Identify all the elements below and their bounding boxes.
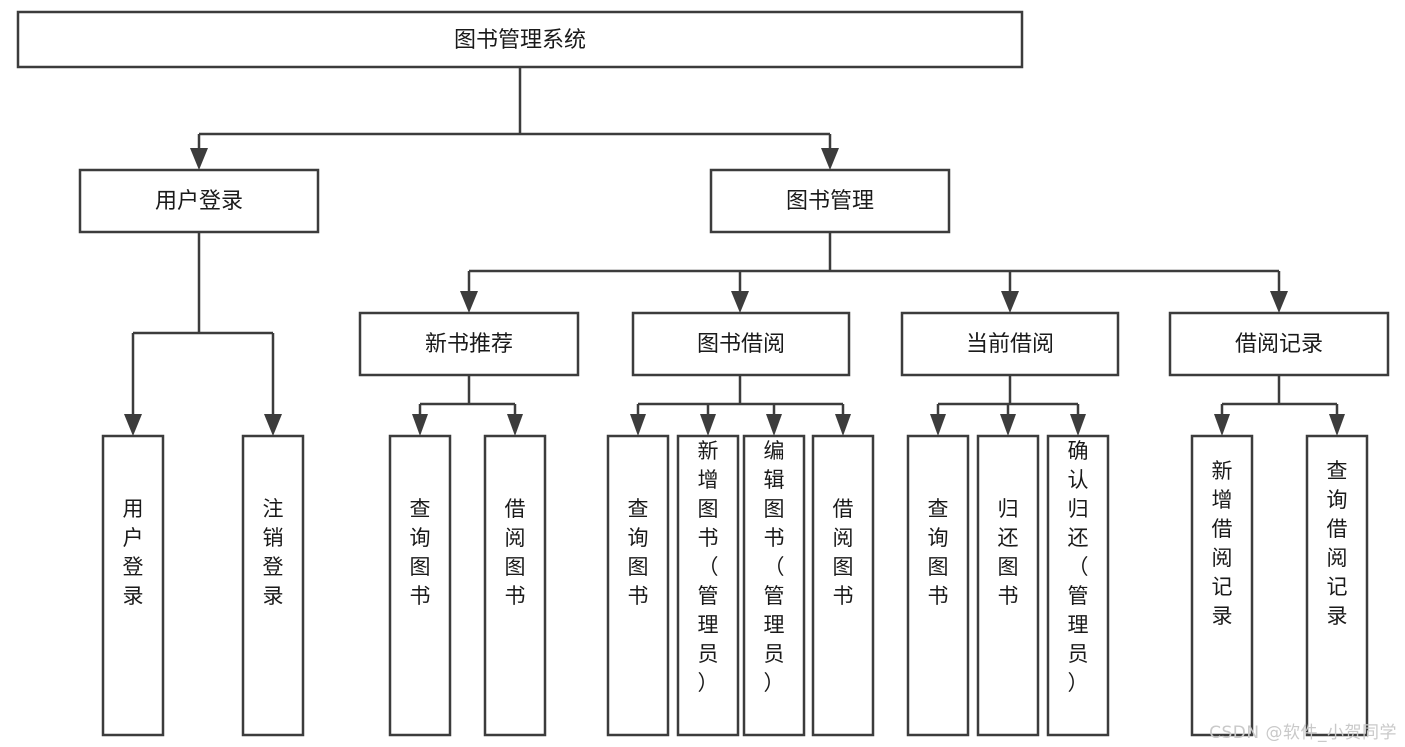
node-rect[interactable] — [900, 311, 1120, 377]
node-rect[interactable] — [1305, 434, 1369, 737]
node-label: 图书管理 — [786, 189, 874, 214]
node-rect[interactable] — [631, 311, 851, 377]
node-label: 当前借阅 — [966, 332, 1054, 357]
node-label: 图书借阅 — [697, 332, 785, 357]
node-new-book-recommend[interactable]: 新书推荐 — [358, 311, 580, 377]
arrow-head-icon — [412, 414, 428, 436]
arrow-head-icon — [821, 148, 839, 170]
node-rect[interactable] — [388, 434, 452, 737]
node-rect[interactable] — [976, 434, 1040, 737]
connector-current-to-leaves — [930, 375, 1086, 436]
arrow-head-icon — [700, 414, 716, 436]
node-rect[interactable] — [906, 434, 970, 737]
node-rect[interactable] — [742, 434, 806, 737]
node-label: 图书管理系统 — [454, 28, 586, 53]
node-label: 编辑图书（管理员） — [764, 439, 785, 695]
arrow-head-icon — [460, 291, 478, 313]
node-current-borrow[interactable]: 当前借阅 — [900, 311, 1120, 377]
node-label: 确认归还（管理员） — [1068, 439, 1089, 695]
leaf-new-book-1[interactable]: 借阅图书 — [483, 434, 547, 737]
arrow-head-icon — [1329, 414, 1345, 436]
node-label: 借阅图书 — [833, 497, 854, 608]
node-user-login[interactable]: 用户登录 — [78, 168, 320, 234]
leaf-borrow-record-0[interactable]: 新增借阅记录 — [1190, 434, 1254, 737]
node-label: 用户登录 — [123, 497, 144, 608]
arrow-head-icon — [1001, 291, 1019, 313]
node-label: 注销登录 — [263, 497, 284, 608]
arrow-head-icon — [1270, 291, 1288, 313]
node-label: 查询图书 — [410, 497, 431, 608]
node-label: 新增借阅记录 — [1212, 459, 1233, 628]
node-label: 用户登录 — [155, 189, 243, 214]
node-rect[interactable] — [1190, 434, 1254, 737]
connector-borrow-to-leaves — [630, 375, 851, 436]
arrow-head-icon — [766, 414, 782, 436]
node-label: 新增图书（管理员） — [698, 439, 719, 695]
node-rect[interactable] — [1046, 434, 1110, 737]
node-book-borrow[interactable]: 图书借阅 — [631, 311, 851, 377]
leaf-borrow-record-1[interactable]: 查询借阅记录 — [1305, 434, 1369, 737]
node-borrow-record[interactable]: 借阅记录 — [1168, 311, 1390, 377]
arrow-head-icon — [630, 414, 646, 436]
leaf-book-borrow-1[interactable]: 新增图书（管理员） — [676, 434, 740, 737]
leaf-user-login-0[interactable]: 用户登录 — [101, 434, 165, 737]
arrow-head-icon — [731, 291, 749, 313]
node-book-management[interactable]: 图书管理 — [709, 168, 951, 234]
csdn-watermark: CSDN @软件_小贺同学 — [1209, 723, 1397, 743]
node-label: 查询图书 — [628, 497, 649, 608]
arrow-head-icon — [1214, 414, 1230, 436]
node-rect[interactable] — [78, 168, 320, 234]
leaf-current-borrow-2[interactable]: 确认归还（管理员） — [1046, 434, 1110, 737]
node-label: 归还图书 — [998, 497, 1019, 608]
node-label: 查询图书 — [928, 497, 949, 608]
arrow-head-icon — [930, 414, 946, 436]
arrow-head-icon — [835, 414, 851, 436]
leaf-book-borrow-3[interactable]: 借阅图书 — [811, 434, 875, 737]
node-rect[interactable] — [1168, 311, 1390, 377]
node-rect[interactable] — [676, 434, 740, 737]
node-root-system[interactable]: 图书管理系统 — [16, 10, 1024, 69]
arrow-head-icon — [1070, 414, 1086, 436]
leaf-book-borrow-2[interactable]: 编辑图书（管理员） — [742, 434, 806, 737]
node-rect[interactable] — [811, 434, 875, 737]
node-rect[interactable] — [483, 434, 547, 737]
arrow-head-icon — [507, 414, 523, 436]
arrow-head-icon — [124, 414, 142, 436]
leaf-user-login-1[interactable]: 注销登录 — [241, 434, 305, 737]
connector-newbook-to-leaves — [412, 375, 523, 436]
arrow-head-icon — [1000, 414, 1016, 436]
connector-bookmgmt-to-level3 — [460, 232, 1288, 313]
node-label: 查询借阅记录 — [1327, 459, 1348, 628]
connector-userlogin-to-leaves — [124, 232, 282, 436]
arrow-head-icon — [190, 148, 208, 170]
node-label: 借阅记录 — [1235, 332, 1323, 357]
node-rect[interactable] — [606, 434, 670, 737]
leaf-new-book-0[interactable]: 查询图书 — [388, 434, 452, 737]
node-rect[interactable] — [241, 434, 305, 737]
node-rect[interactable] — [16, 10, 1024, 69]
arrow-head-icon — [264, 414, 282, 436]
node-rect[interactable] — [709, 168, 951, 234]
node-label: 借阅图书 — [505, 497, 526, 608]
leaf-current-borrow-0[interactable]: 查询图书 — [906, 434, 970, 737]
connector-record-to-leaves — [1214, 375, 1345, 436]
node-label: 新书推荐 — [425, 332, 513, 357]
leaf-current-borrow-1[interactable]: 归还图书 — [976, 434, 1040, 737]
connector-root-to-level2 — [190, 67, 839, 170]
node-rect[interactable] — [101, 434, 165, 737]
node-rect[interactable] — [358, 311, 580, 377]
leaf-book-borrow-0[interactable]: 查询图书 — [606, 434, 670, 737]
